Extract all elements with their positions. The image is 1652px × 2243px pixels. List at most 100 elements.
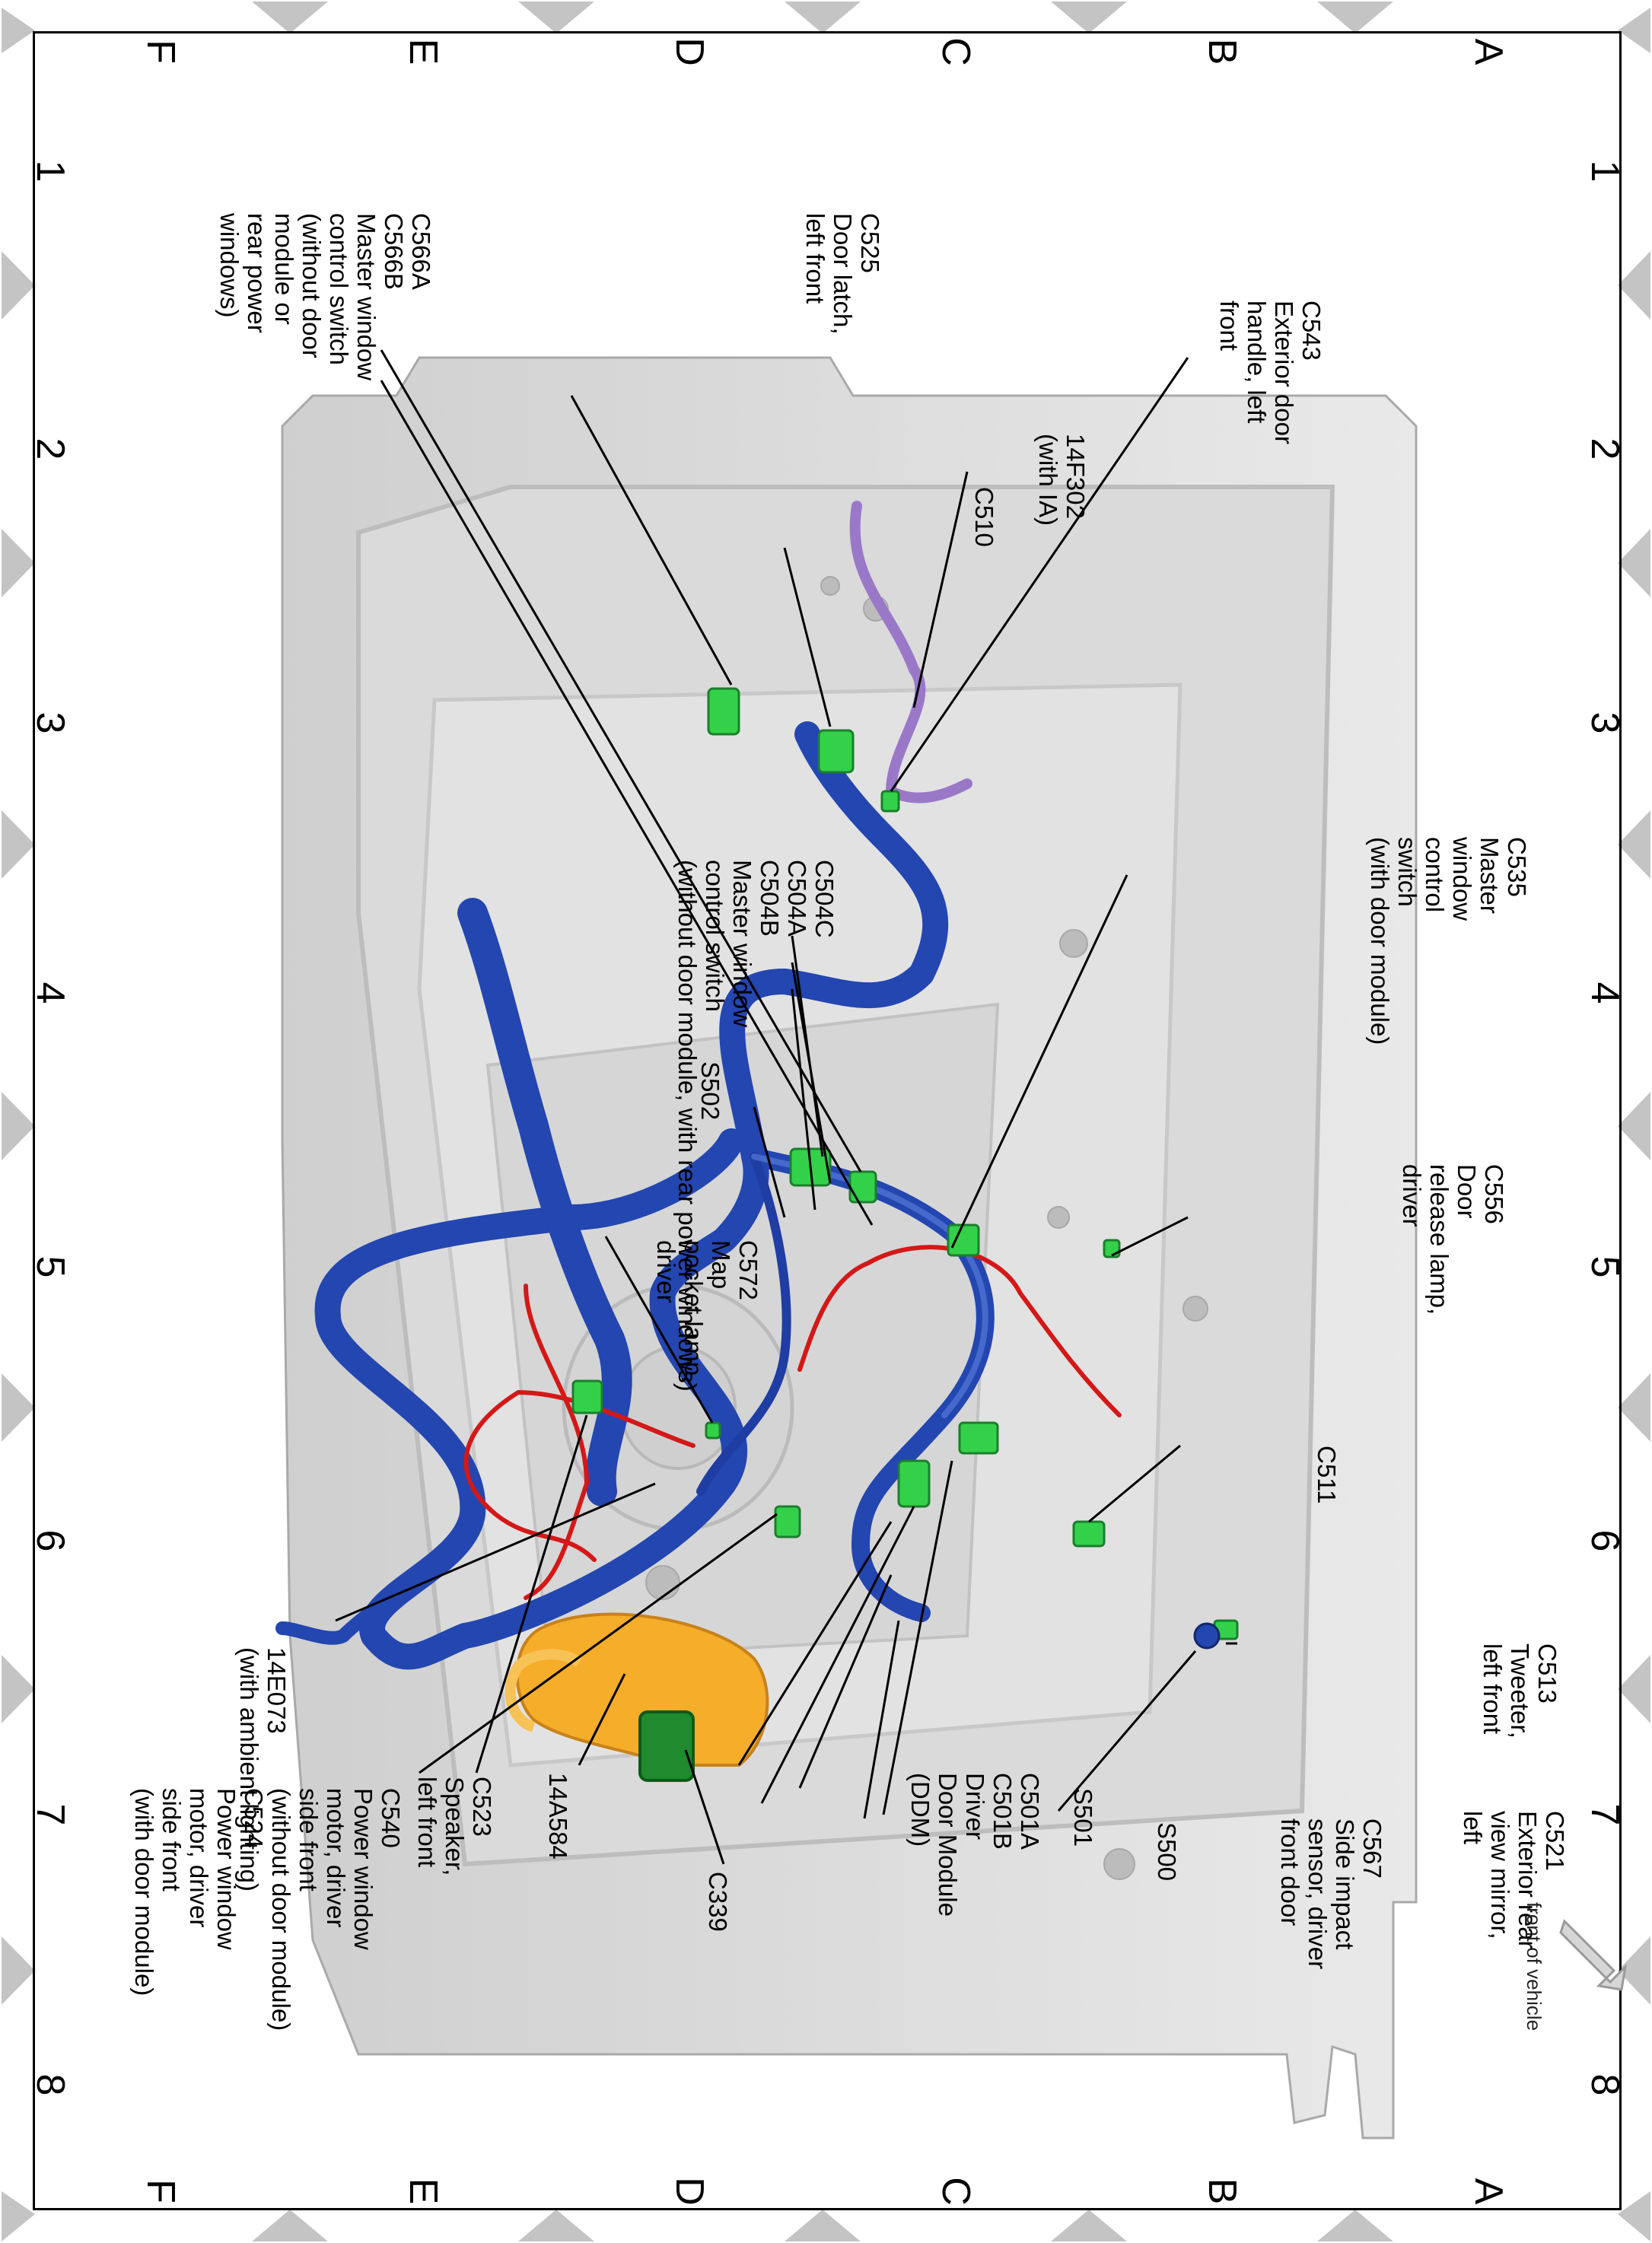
callout-c513: C513 Tweeter, left front (1479, 1643, 1561, 1739)
door-hole (1103, 1848, 1135, 1880)
marker-triangle (1618, 1092, 1650, 1160)
marker-triangle (1051, 2, 1127, 33)
callout-c521: C521 Exterior rear view mirror, left (1459, 1811, 1569, 1949)
leader-c14e073 (335, 1482, 656, 1622)
callout-c523: C523 Speaker, left front (413, 1777, 496, 1876)
blue-harness-main (314, 721, 949, 1670)
leader-s502 (753, 1106, 786, 1218)
door-hole (1047, 1206, 1070, 1229)
purple-harness (849, 501, 972, 803)
marker-triangle (2, 810, 35, 879)
leader-c501b (737, 1521, 893, 1766)
leader-c14a584 (578, 1673, 626, 1766)
marker-triangle (2, 529, 35, 597)
marker-triangle (2, 8, 35, 53)
marker-triangle (2, 251, 35, 320)
marker-triangle (518, 2210, 594, 2241)
callout-c572: C572 Map pocket lamp, driver (652, 1240, 762, 1383)
door-hole (820, 576, 840, 596)
connector-c535 (947, 1223, 980, 1257)
connector-c540 (774, 1505, 801, 1538)
callout-14a584: 14A584 (544, 1773, 572, 1860)
callout-c510: C510 (970, 487, 998, 547)
marker-triangle (1317, 2, 1393, 33)
leader-c566b (380, 380, 874, 1226)
red-harness-c (524, 1284, 590, 1600)
orange-duct (515, 1612, 769, 1767)
marker-triangle (1618, 2191, 1650, 2241)
front-arrow-icon (1559, 1919, 1628, 1991)
marker-triangle (2, 1655, 35, 1723)
marker-triangle (252, 2210, 328, 2241)
callout-s502: S502 (696, 1061, 724, 1121)
callout-c511: C511 (1313, 1446, 1341, 1504)
marker-triangle (785, 2, 861, 33)
leader-c521 (1057, 1650, 1197, 1812)
door-hole (645, 1565, 680, 1600)
leader-c525 (570, 395, 733, 686)
blue-harness-tweeter (275, 1561, 434, 1645)
connector-c523 (571, 1379, 603, 1414)
leader-c504b (791, 988, 816, 1211)
marker-triangle (1051, 2210, 1127, 2241)
marker-triangle (1618, 810, 1650, 879)
callout-s500: S500 (1153, 1822, 1181, 1882)
callout-c540: C540 Power window motor, driver side fro… (130, 1788, 405, 2031)
callout-c339: C339 (704, 1872, 732, 1932)
callout-c525: C525 Door latch, left front (801, 213, 884, 335)
front-of-vehicle-label: front of vehicle (1523, 1902, 1545, 2031)
connector-c525 (707, 687, 740, 736)
marker-triangle (1618, 1936, 1650, 2005)
marker-triangle (785, 2210, 861, 2241)
marker-triangle (1618, 251, 1650, 320)
orange-duct-ring (505, 1649, 583, 1732)
connector-c566 (848, 1170, 877, 1204)
marker-triangle (1618, 1373, 1650, 1442)
leader-c510 (783, 547, 832, 727)
leader-c504a (791, 962, 832, 1184)
connector-c501 (897, 1459, 931, 1508)
marker-triangle (2, 1373, 35, 1442)
callout-14f302: 14F302 (with IA) (1034, 434, 1090, 527)
leader-c543 (890, 357, 1189, 792)
marker-triangle (2, 1092, 35, 1160)
callout-c501: C501A C501B Driver Door Module (DDM) (906, 1773, 1044, 1917)
door-hole (1059, 929, 1088, 958)
marker-triangle (2, 1936, 35, 2005)
red-harness-a (463, 1389, 695, 1562)
leader-c14f302 (912, 471, 969, 708)
leader-c501 (760, 1506, 915, 1804)
blue-harness-speaker (696, 1152, 791, 1496)
marker-triangle (252, 2, 328, 33)
marker-triangle (1618, 529, 1650, 597)
leader-c511 (1088, 1444, 1181, 1523)
connector-c521 (1193, 1622, 1221, 1650)
leader-c339 (684, 1749, 725, 1865)
connector-c510 (817, 729, 855, 774)
leader-c540 (419, 1513, 778, 1774)
leader-c567 (882, 1460, 953, 1815)
callout-c566: C566A C566B Master window control switch… (215, 213, 435, 381)
connector-c543 (880, 790, 900, 813)
connector-c511 (1072, 1520, 1106, 1548)
leader-c523 (475, 1414, 588, 1774)
blue-harness-lower (457, 898, 632, 1506)
callout-c543: C543 Exterior door handle, left front (1215, 301, 1326, 444)
marker-triangle (2, 2191, 35, 2241)
leader-c556 (1111, 1216, 1189, 1257)
connector-c572 (705, 1421, 721, 1440)
door-hole (1183, 1296, 1208, 1322)
marker-triangle (518, 2, 594, 33)
callout-s501: S501 (1069, 1788, 1097, 1847)
callout-c567: C567 Side impact sensor, driver front do… (1276, 1818, 1386, 1970)
leader-c566a (380, 349, 862, 1172)
connector-c567 (958, 1421, 999, 1455)
marker-triangle (1317, 2210, 1393, 2241)
leader-s500 (863, 1620, 900, 1819)
leader-s501 (798, 1574, 893, 1789)
leader-c535 (950, 874, 1128, 1249)
